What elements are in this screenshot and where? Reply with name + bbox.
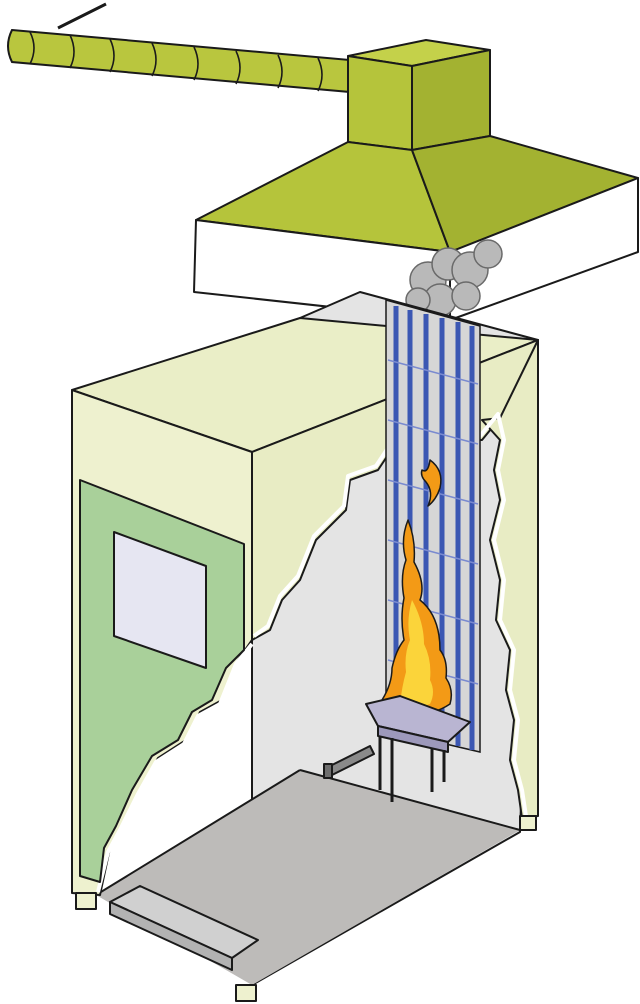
cabinet-foot-front-left xyxy=(75,892,97,910)
burner-top xyxy=(365,695,471,743)
burner-icon xyxy=(323,695,471,802)
cabinet-foot-back-right xyxy=(519,815,537,831)
duct-body xyxy=(7,28,351,94)
tray-front xyxy=(109,901,233,971)
hood-collar-front xyxy=(347,55,413,151)
cutaway-edge-front xyxy=(96,642,254,893)
duct-ribs xyxy=(29,31,323,92)
window-icon xyxy=(113,531,207,669)
drip-tray-icon xyxy=(109,885,259,971)
cabinet-side-right xyxy=(481,339,539,819)
burner-legs xyxy=(378,736,446,802)
hood-collar-side xyxy=(411,49,491,151)
floor-back-edge xyxy=(299,769,521,831)
cutaway-edge-side xyxy=(252,412,528,817)
burner-pipe-end xyxy=(323,763,333,779)
door-icon xyxy=(79,479,245,883)
exhaust-duct-icon xyxy=(7,2,351,94)
cabinet-foot-front-right xyxy=(235,984,257,1002)
flame-tip xyxy=(420,459,442,507)
rack-bars xyxy=(393,306,475,750)
duct-cable xyxy=(57,2,107,30)
exhaust-hood-icon xyxy=(193,39,639,321)
flame-inner xyxy=(400,600,433,707)
floor-left-edge xyxy=(95,769,301,896)
burner-front xyxy=(377,725,449,753)
smoke-icon xyxy=(405,239,503,317)
